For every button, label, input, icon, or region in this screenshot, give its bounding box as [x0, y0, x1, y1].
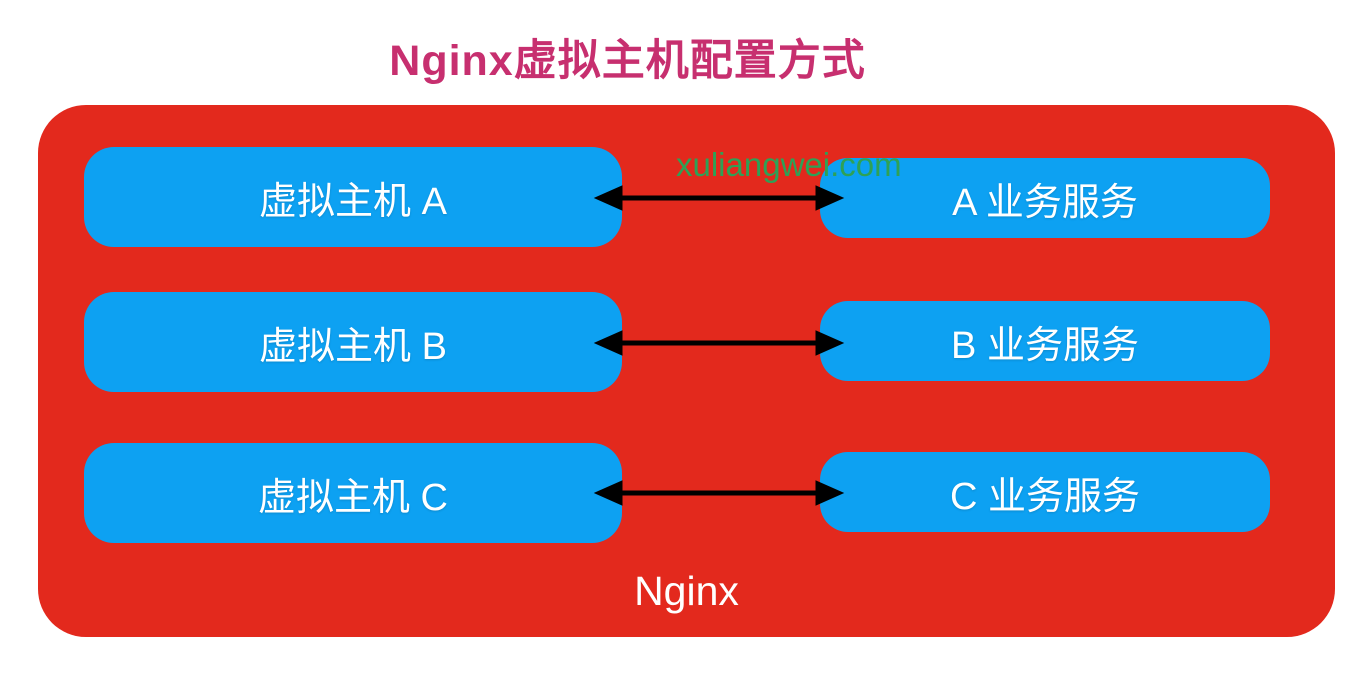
virtual-host-a-label: 虚拟主机 A	[259, 180, 447, 223]
virtual-host-b-box: 虚拟主机 B	[84, 292, 622, 392]
virtual-host-b-label: 虚拟主机 B	[259, 325, 447, 368]
service-a-box: A 业务服务	[820, 158, 1270, 238]
virtual-host-c-label: 虚拟主机 C	[257, 476, 448, 519]
virtual-host-a-box: 虚拟主机 A	[84, 147, 622, 247]
double-arrow-row-b	[593, 330, 845, 356]
service-b-box: B 业务服务	[820, 301, 1270, 381]
page-title: Nginx虚拟主机配置方式	[389, 37, 866, 85]
service-a-label: A 业务服务	[952, 181, 1138, 224]
service-b-label: B 业务服务	[951, 324, 1139, 367]
virtual-host-c-box: 虚拟主机 C	[84, 443, 622, 543]
double-arrow-row-a	[593, 185, 845, 211]
service-c-box: C 业务服务	[820, 452, 1270, 532]
double-arrow-row-c	[593, 480, 845, 506]
service-c-label: C 业务服务	[949, 475, 1140, 518]
nginx-container: 虚拟主机 A 虚拟主机 B 虚拟主机 C A 业务服务 B 业务服务 C 业务服…	[38, 105, 1335, 637]
watermark-text: xuliangwei.com	[676, 146, 902, 183]
nginx-bottom-label: Nginx	[634, 568, 739, 614]
